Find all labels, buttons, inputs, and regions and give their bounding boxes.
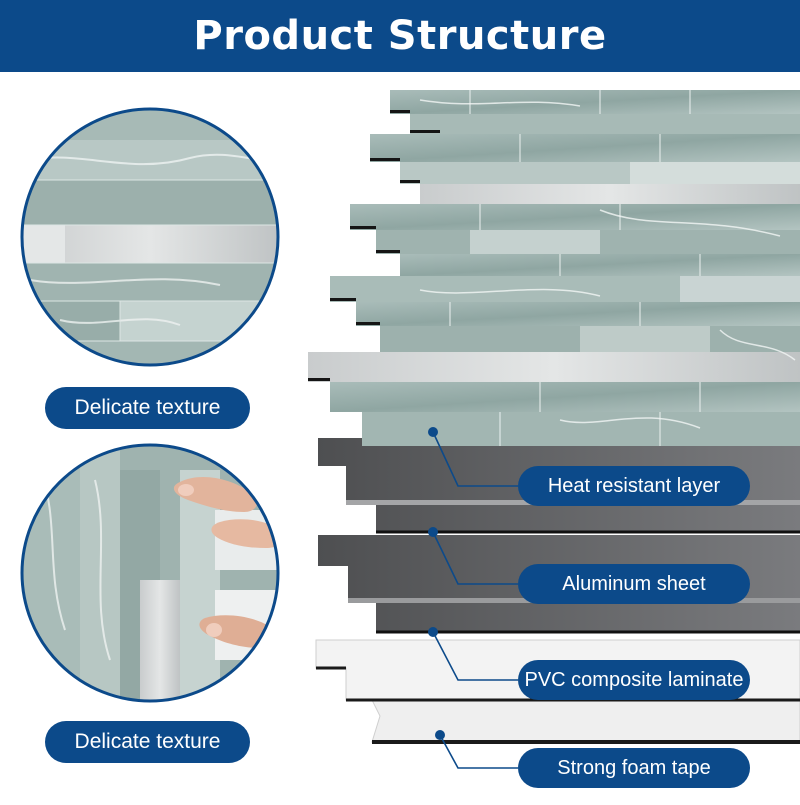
layer-label-pvc: PVC composite laminate: [518, 660, 750, 700]
foam-tape-layer: [371, 699, 800, 744]
callout-lines: [432, 431, 518, 769]
texture-closeup-2: [22, 445, 278, 701]
callout-dot: [428, 527, 438, 537]
callout-dot: [428, 627, 438, 637]
marble-tile-layer: [308, 90, 800, 446]
texture-label-2: Delicate texture: [45, 721, 250, 763]
callout-dot: [428, 427, 438, 437]
callout-dot: [435, 730, 445, 740]
header-banner: Product Structure: [0, 0, 800, 72]
page-title: Product Structure: [193, 13, 607, 59]
layer-label-foam-tape: Strong foam tape: [518, 748, 750, 788]
layer-label-aluminum: Aluminum sheet: [518, 564, 750, 604]
texture-label-1: Delicate texture: [45, 387, 250, 429]
layer-label-heat-resistant: Heat resistant layer: [518, 466, 750, 506]
